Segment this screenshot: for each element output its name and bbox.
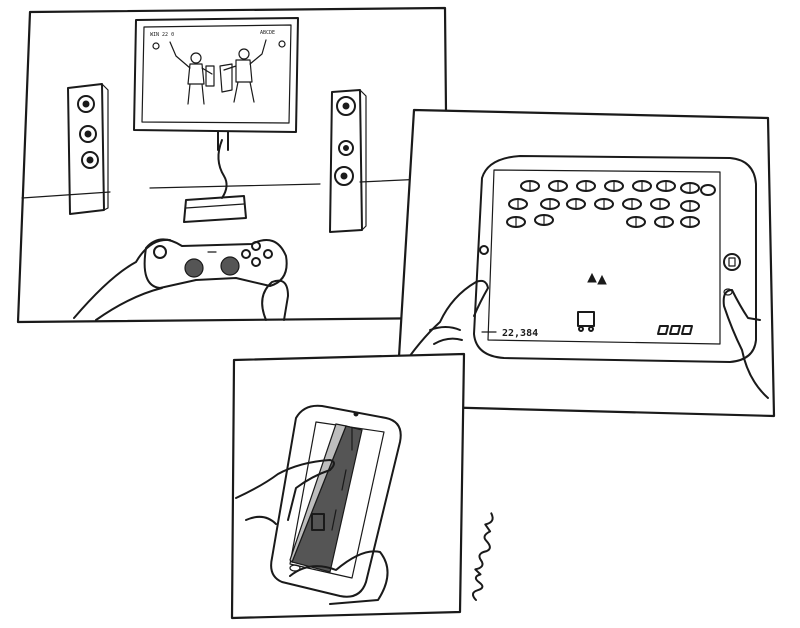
hands-gamepad [73, 238, 289, 321]
speaker-right [329, 89, 367, 233]
tablet-score: 22,384 [502, 328, 538, 339]
hands-tablet [399, 279, 769, 399]
fighter-right [219, 39, 267, 103]
alien-grid [506, 180, 716, 228]
speaker-left [67, 83, 109, 215]
lives-icons [657, 325, 693, 335]
tv-hud-right: ABCDE [260, 30, 275, 36]
gamepad [143, 238, 288, 289]
player-ship [577, 311, 595, 332]
race-car [311, 513, 325, 531]
fighter-left [169, 41, 215, 105]
artist-signature [472, 512, 494, 601]
game-console [183, 195, 247, 223]
panel-tablet: 22,384 [394, 108, 776, 418]
panel-phone [230, 352, 466, 620]
tv-screen: WIN 22 0 ABCDE [133, 17, 299, 199]
panel-living-room: WIN 22 0 ABCDE [16, 6, 450, 324]
hands-phone [235, 459, 389, 605]
tv-hud-left: WIN 22 0 [150, 32, 174, 38]
